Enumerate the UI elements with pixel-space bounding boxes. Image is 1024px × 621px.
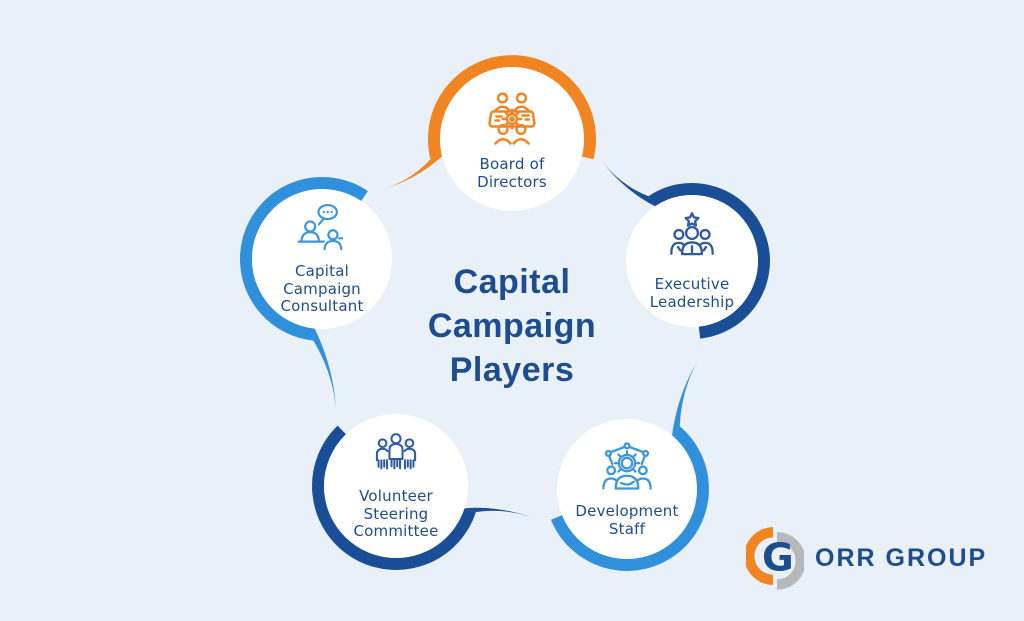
volunteer-committee-icon (370, 431, 422, 483)
circle-executive-leadership: Executive Leadership (626, 195, 758, 327)
consultant-dialog-icon (294, 202, 350, 258)
executive-leadership-icon (662, 211, 722, 271)
label-volunteer-steering-committee: Volunteer Steering Committee (353, 486, 439, 541)
orr-group-logo: G ORR GROUP (746, 524, 987, 592)
board-meeting-icon (480, 87, 544, 151)
diagram-title: Capital Campaign Players (427, 263, 597, 390)
label-capital-campaign-consultant: Capital Campaign Consultant (280, 261, 364, 316)
circle-capital-campaign-consultant: Capital Campaign Consultant (252, 189, 392, 329)
circle-board-of-directors: Board of Directors (440, 67, 584, 211)
orr-group-logo-mark: G (746, 527, 804, 590)
logo-letter-g: G (762, 536, 794, 581)
circle-development-staff: Development Staff (557, 419, 697, 559)
label-development-staff: Development Staff (575, 501, 679, 538)
orr-group-logo-text: ORR GROUP (815, 543, 988, 572)
label-executive-leadership: Executive Leadership (649, 274, 735, 311)
development-staff-icon (598, 440, 656, 498)
circle-volunteer-steering-committee: Volunteer Steering Committee (324, 414, 468, 558)
label-board-of-directors: Board of Directors (477, 154, 547, 191)
